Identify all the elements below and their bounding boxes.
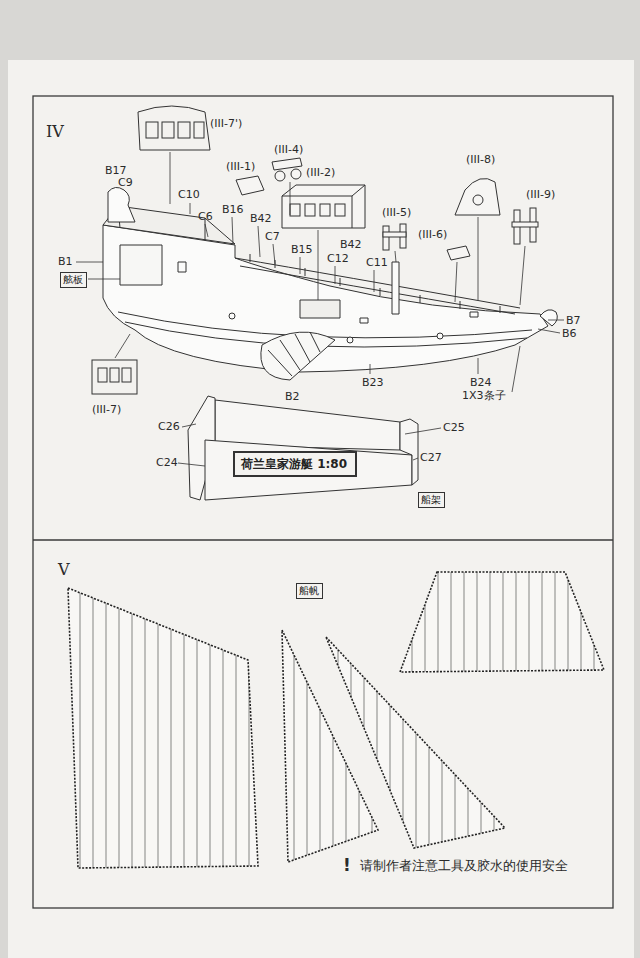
sail <box>400 572 604 672</box>
section-number: IV <box>46 122 64 141</box>
ship-stand <box>188 396 418 500</box>
part-label: C7 <box>265 230 280 244</box>
node-text: 荷兰皇家游艇 1:80 <box>241 456 349 472</box>
part-label: (III-9) <box>526 188 555 202</box>
leader-lines <box>76 152 564 466</box>
part-label: B16 <box>222 203 244 217</box>
part-label: C10 <box>178 188 200 202</box>
part-label: C26 <box>158 420 180 434</box>
part-label: C6 <box>198 210 213 224</box>
part-label: (III-4) <box>274 143 303 157</box>
boxed-label: 舷板 <box>60 272 87 288</box>
part-label: B15 <box>291 243 313 257</box>
sail-patterns <box>68 572 604 868</box>
part-label: C25 <box>443 421 465 435</box>
safety-note: ! <box>343 855 351 875</box>
part-label: C27 <box>420 451 442 465</box>
deck-fittings <box>236 158 538 260</box>
part-label: B1 <box>58 255 73 269</box>
part-label: (III-2) <box>306 166 335 180</box>
part-label: C11 <box>366 256 388 270</box>
safety-note: 请制作者注意工具及胶水的使用安全 <box>360 858 568 874</box>
part-label: B24 <box>470 376 492 390</box>
part-label: (III-5) <box>382 206 411 220</box>
node-text: 船架 <box>421 493 442 507</box>
part-label: B7 <box>566 314 581 328</box>
leeboard <box>261 332 335 380</box>
part-label: B6 <box>562 327 577 341</box>
stern-panel <box>92 106 210 394</box>
boxed-label: 船帆 <box>296 583 323 599</box>
section-divider <box>33 539 613 540</box>
boxed-label: 船架 <box>418 492 445 508</box>
part-label: (III-6) <box>418 228 447 242</box>
paper-sheet <box>8 60 634 958</box>
part-label: (III-7) <box>92 403 121 417</box>
part-label: B17 <box>105 164 127 178</box>
sail <box>282 630 378 862</box>
part-label: C9 <box>118 176 133 190</box>
part-label: (III-1) <box>226 160 255 174</box>
node-text: 舷板 <box>63 273 84 287</box>
part-label: (III-7') <box>210 117 242 131</box>
part-label: C12 <box>327 252 349 266</box>
part-label: (III-8) <box>466 153 495 167</box>
sail <box>68 588 258 868</box>
part-label: C24 <box>156 456 178 470</box>
node-text: 船帆 <box>299 584 320 598</box>
part-label: B42 <box>250 212 272 226</box>
part-label: B42 <box>340 238 362 252</box>
page-frame <box>33 96 613 908</box>
part-label: B23 <box>362 376 384 390</box>
section-number: V <box>58 560 70 579</box>
part-label: 1X3条子 <box>462 389 506 403</box>
part-label: B2 <box>285 390 300 404</box>
name-plate: 荷兰皇家游艇 1:80 <box>233 451 357 477</box>
